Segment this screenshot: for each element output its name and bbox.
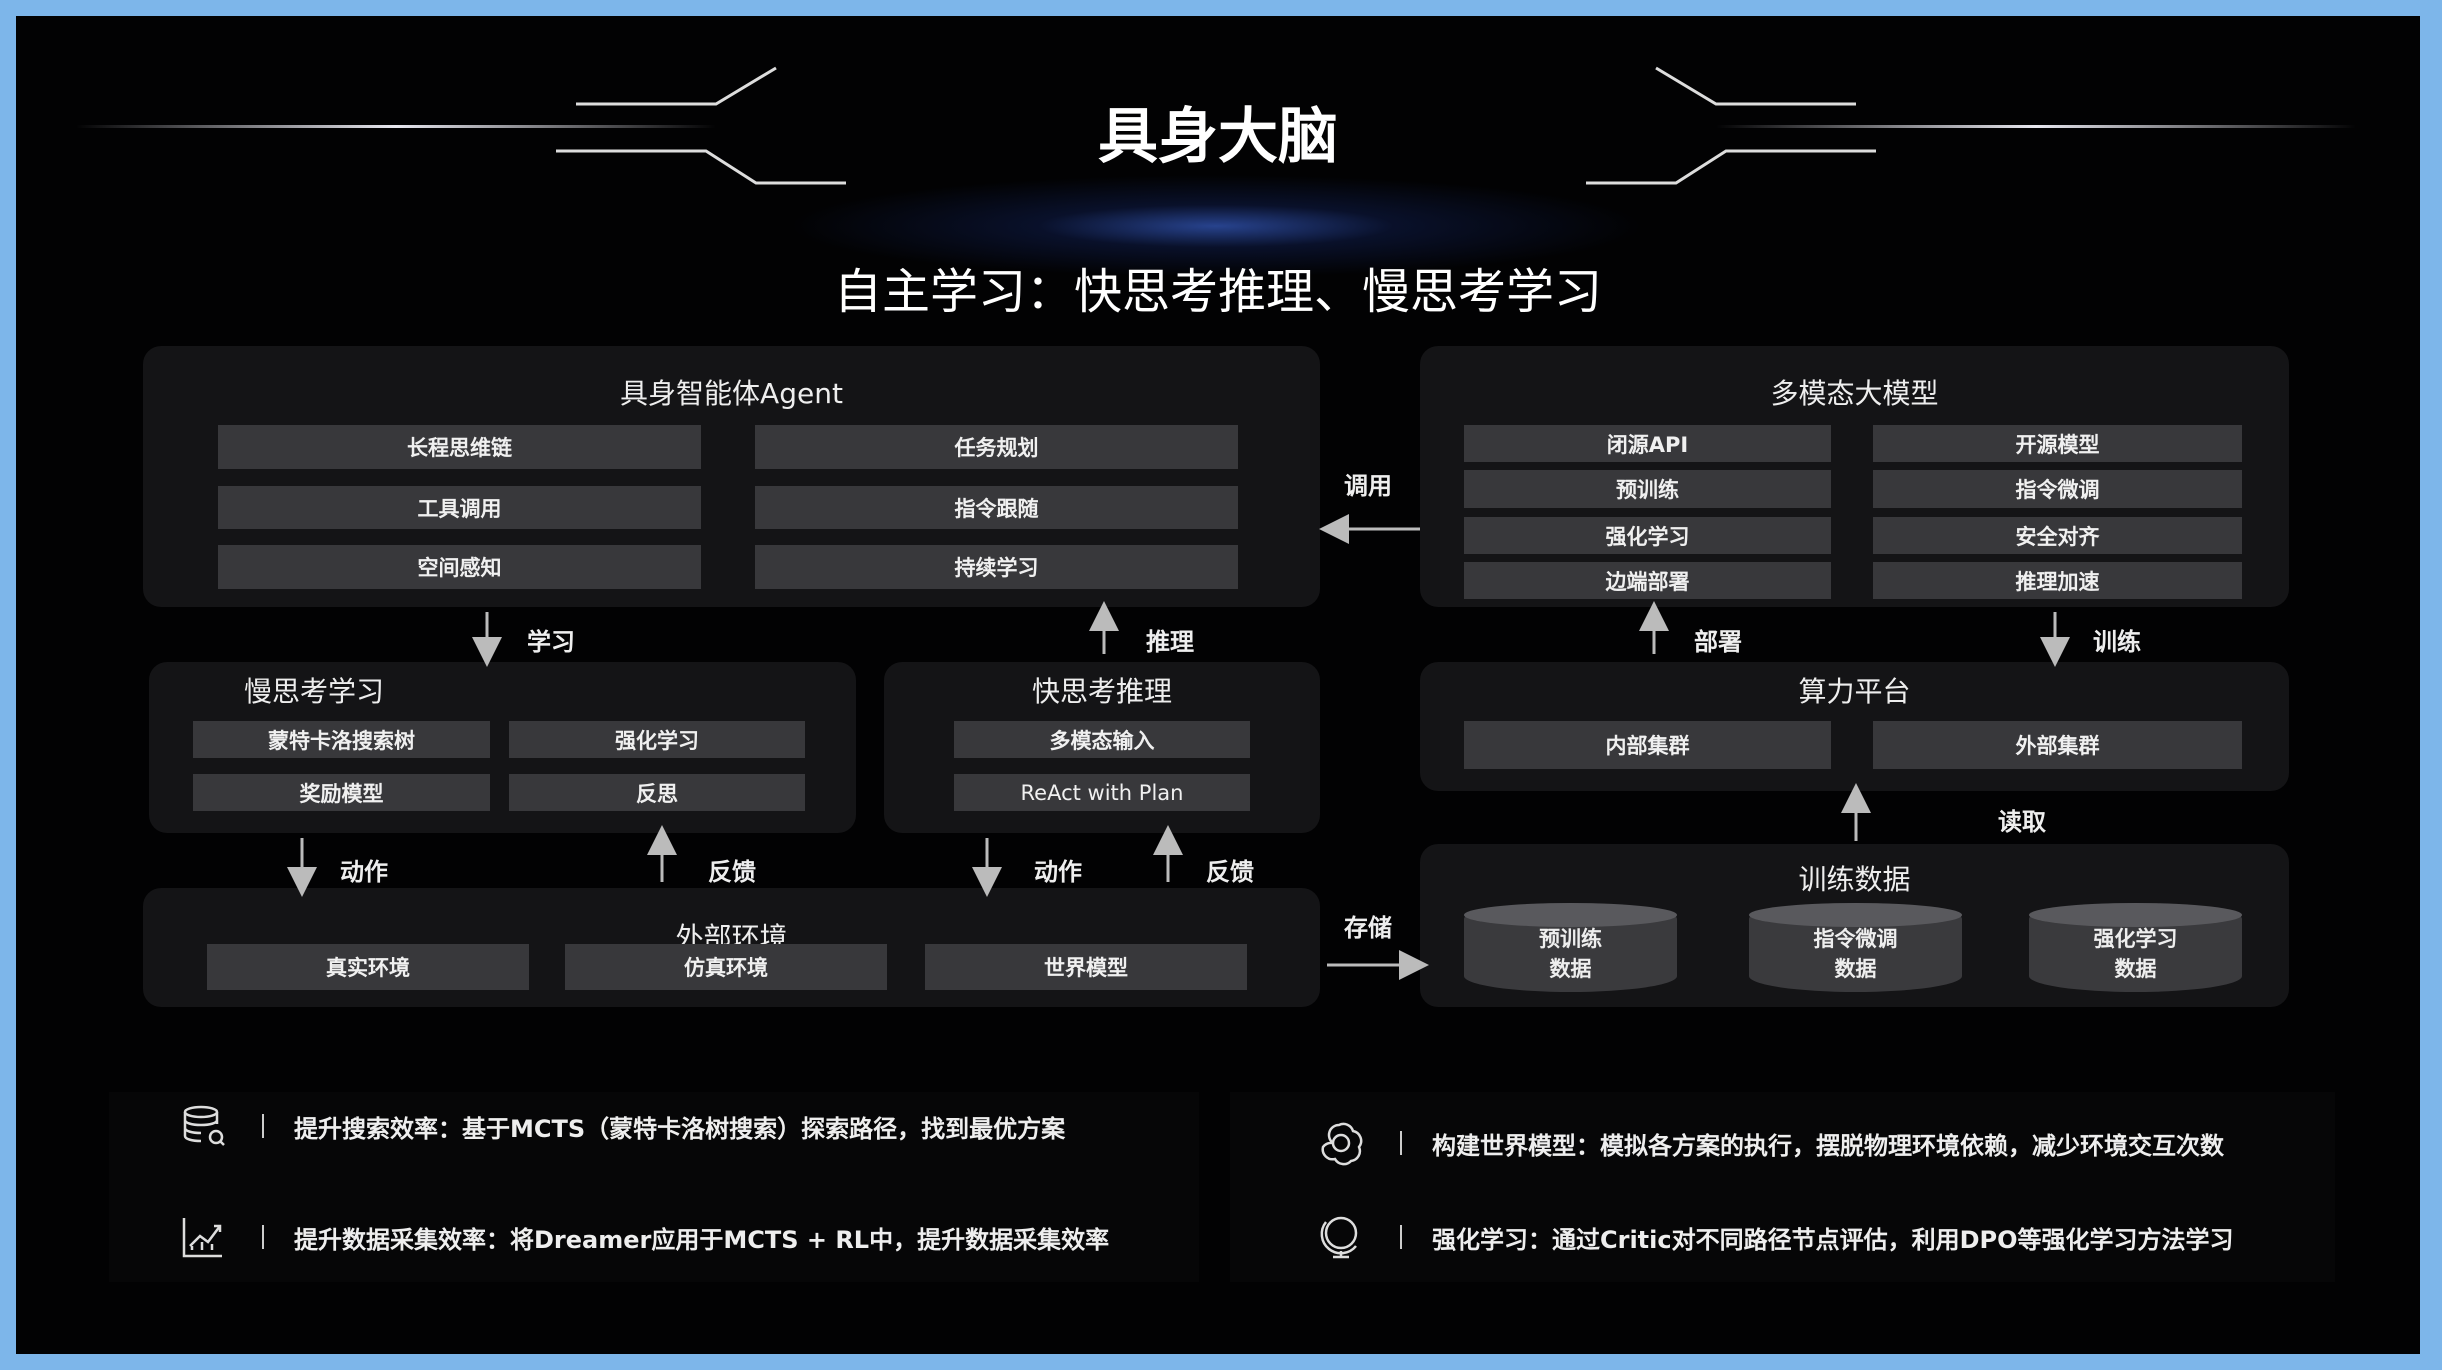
label-act: 动作 — [340, 858, 388, 886]
cyl-label: 数据 — [1549, 956, 1592, 981]
title-decoration — [556, 66, 1876, 185]
divider — [1400, 1225, 1402, 1249]
slow-item: 反思 — [509, 774, 805, 811]
note-search-efficiency: 提升搜索效率：基于MCTS（蒙特卡洛树搜索）探索路径，找到最优方案 — [180, 1103, 1065, 1149]
fast-thinking-title: 快思考推理 — [1031, 675, 1172, 708]
page-title: 具身大脑 — [1098, 102, 1338, 172]
label-read: 读取 — [1998, 808, 2046, 836]
compute-item: 内部集群 — [1464, 721, 1831, 769]
mllm-item: 推理加速 — [1873, 562, 2242, 599]
label-store: 存储 — [1344, 914, 1392, 942]
agent-item: 指令跟随 — [755, 486, 1238, 529]
label-infer: 推理 — [1146, 628, 1194, 656]
env-item: 真实环境 — [207, 944, 529, 990]
cyl-label: 数据 — [1834, 956, 1877, 981]
data-cylinder-rl: 强化学习数据 — [2029, 903, 2242, 992]
fast-item: 多模态输入 — [954, 721, 1250, 758]
mllm-item: 开源模型 — [1873, 425, 2242, 462]
mllm-item: 安全对齐 — [1873, 517, 2242, 554]
mllm-item: 强化学习 — [1464, 517, 1831, 554]
page-subtitle: 自主学习：快思考推理、慢思考学习 — [833, 264, 1602, 320]
note-text: 强化学习：通过Critic对不同路径节点评估，利用DPO等强化学习方法学习 — [1432, 1225, 2234, 1254]
mllm-item: 边端部署 — [1464, 562, 1831, 599]
agent-item: 持续学习 — [755, 545, 1238, 589]
slow-item: 奖励模型 — [193, 774, 490, 811]
data-cylinder-pretrain: 预训练数据 — [1464, 903, 1677, 992]
data-cylinder-sft: 指令微调数据 — [1749, 903, 1962, 992]
agent-item: 长程思维链 — [218, 425, 701, 469]
note-data-efficiency: 提升数据采集效率：将Dreamer应用于MCTS + RL中，提升数据采集效率 — [180, 1214, 1109, 1260]
agent-item: 空间感知 — [218, 545, 701, 589]
divider — [262, 1225, 264, 1249]
mllm-item: 指令微调 — [1873, 470, 2242, 508]
notes-panel-right — [1230, 1092, 2335, 1282]
env-item: 仿真环境 — [565, 944, 887, 990]
label-feedback: 反馈 — [708, 858, 756, 886]
divider — [262, 1114, 264, 1138]
agent-item: 任务规划 — [755, 425, 1238, 469]
label-call: 调用 — [1344, 472, 1392, 500]
note-world-model: 构建世界模型：模拟各方案的执行，摆脱物理环境依赖，减少环境交互次数 — [1318, 1120, 2224, 1166]
cyl-label: 数据 — [2114, 956, 2157, 981]
divider — [1400, 1131, 1402, 1155]
slide: 具身大脑 自主学习：快思考推理、慢思考学习 具身智能体Agent 长程思维链 任… — [16, 16, 2420, 1354]
slow-item: 蒙特卡洛搜索树 — [193, 721, 490, 758]
cyl-label: 指令微调 — [1813, 926, 1898, 951]
label-act: 动作 — [1034, 858, 1082, 886]
mllm-item: 闭源API — [1464, 425, 1831, 462]
notes-panel-left — [109, 1092, 1199, 1282]
cyl-label: 预训练 — [1539, 926, 1602, 951]
note-text: 构建世界模型：模拟各方案的执行，摆脱物理环境依赖，减少环境交互次数 — [1432, 1131, 2224, 1160]
fast-item: ReAct with Plan — [954, 774, 1250, 811]
openai-knot-icon — [1321, 1122, 1363, 1166]
slow-item: 强化学习 — [509, 721, 805, 758]
mllm-title: 多模态大模型 — [1770, 377, 1939, 410]
arrows — [287, 514, 2070, 980]
label-learn: 学习 — [527, 628, 575, 656]
compute-title: 算力平台 — [1798, 675, 1911, 708]
training-data-title: 训练数据 — [1798, 863, 1911, 896]
label-deploy: 部署 — [1694, 628, 1742, 656]
agent-item: 工具调用 — [218, 486, 701, 529]
deco-line — [76, 125, 716, 128]
label-train: 训练 — [2093, 628, 2141, 656]
globe-icon — [1320, 1216, 1358, 1259]
agent-title: 具身智能体Agent — [620, 377, 843, 410]
cyl-label: 强化学习 — [2093, 926, 2178, 951]
note-text: 提升搜索效率：基于MCTS（蒙特卡洛树搜索）探索路径，找到最优方案 — [294, 1114, 1066, 1143]
note-text: 提升数据采集效率：将Dreamer应用于MCTS + RL中，提升数据采集效率 — [294, 1225, 1110, 1254]
mllm-item: 预训练 — [1464, 470, 1831, 508]
chart-icon — [182, 1218, 222, 1258]
database-icon — [183, 1105, 225, 1146]
deco-line — [1716, 125, 2356, 128]
title-glow — [716, 166, 1716, 286]
compute-item: 外部集群 — [1873, 721, 2242, 769]
note-rl: 强化学习：通过Critic对不同路径节点评估，利用DPO等强化学习方法学习 — [1318, 1214, 2234, 1260]
slow-thinking-title: 慢思考学习 — [243, 675, 384, 708]
label-feedback: 反馈 — [1206, 858, 1254, 886]
env-item: 世界模型 — [925, 944, 1247, 990]
